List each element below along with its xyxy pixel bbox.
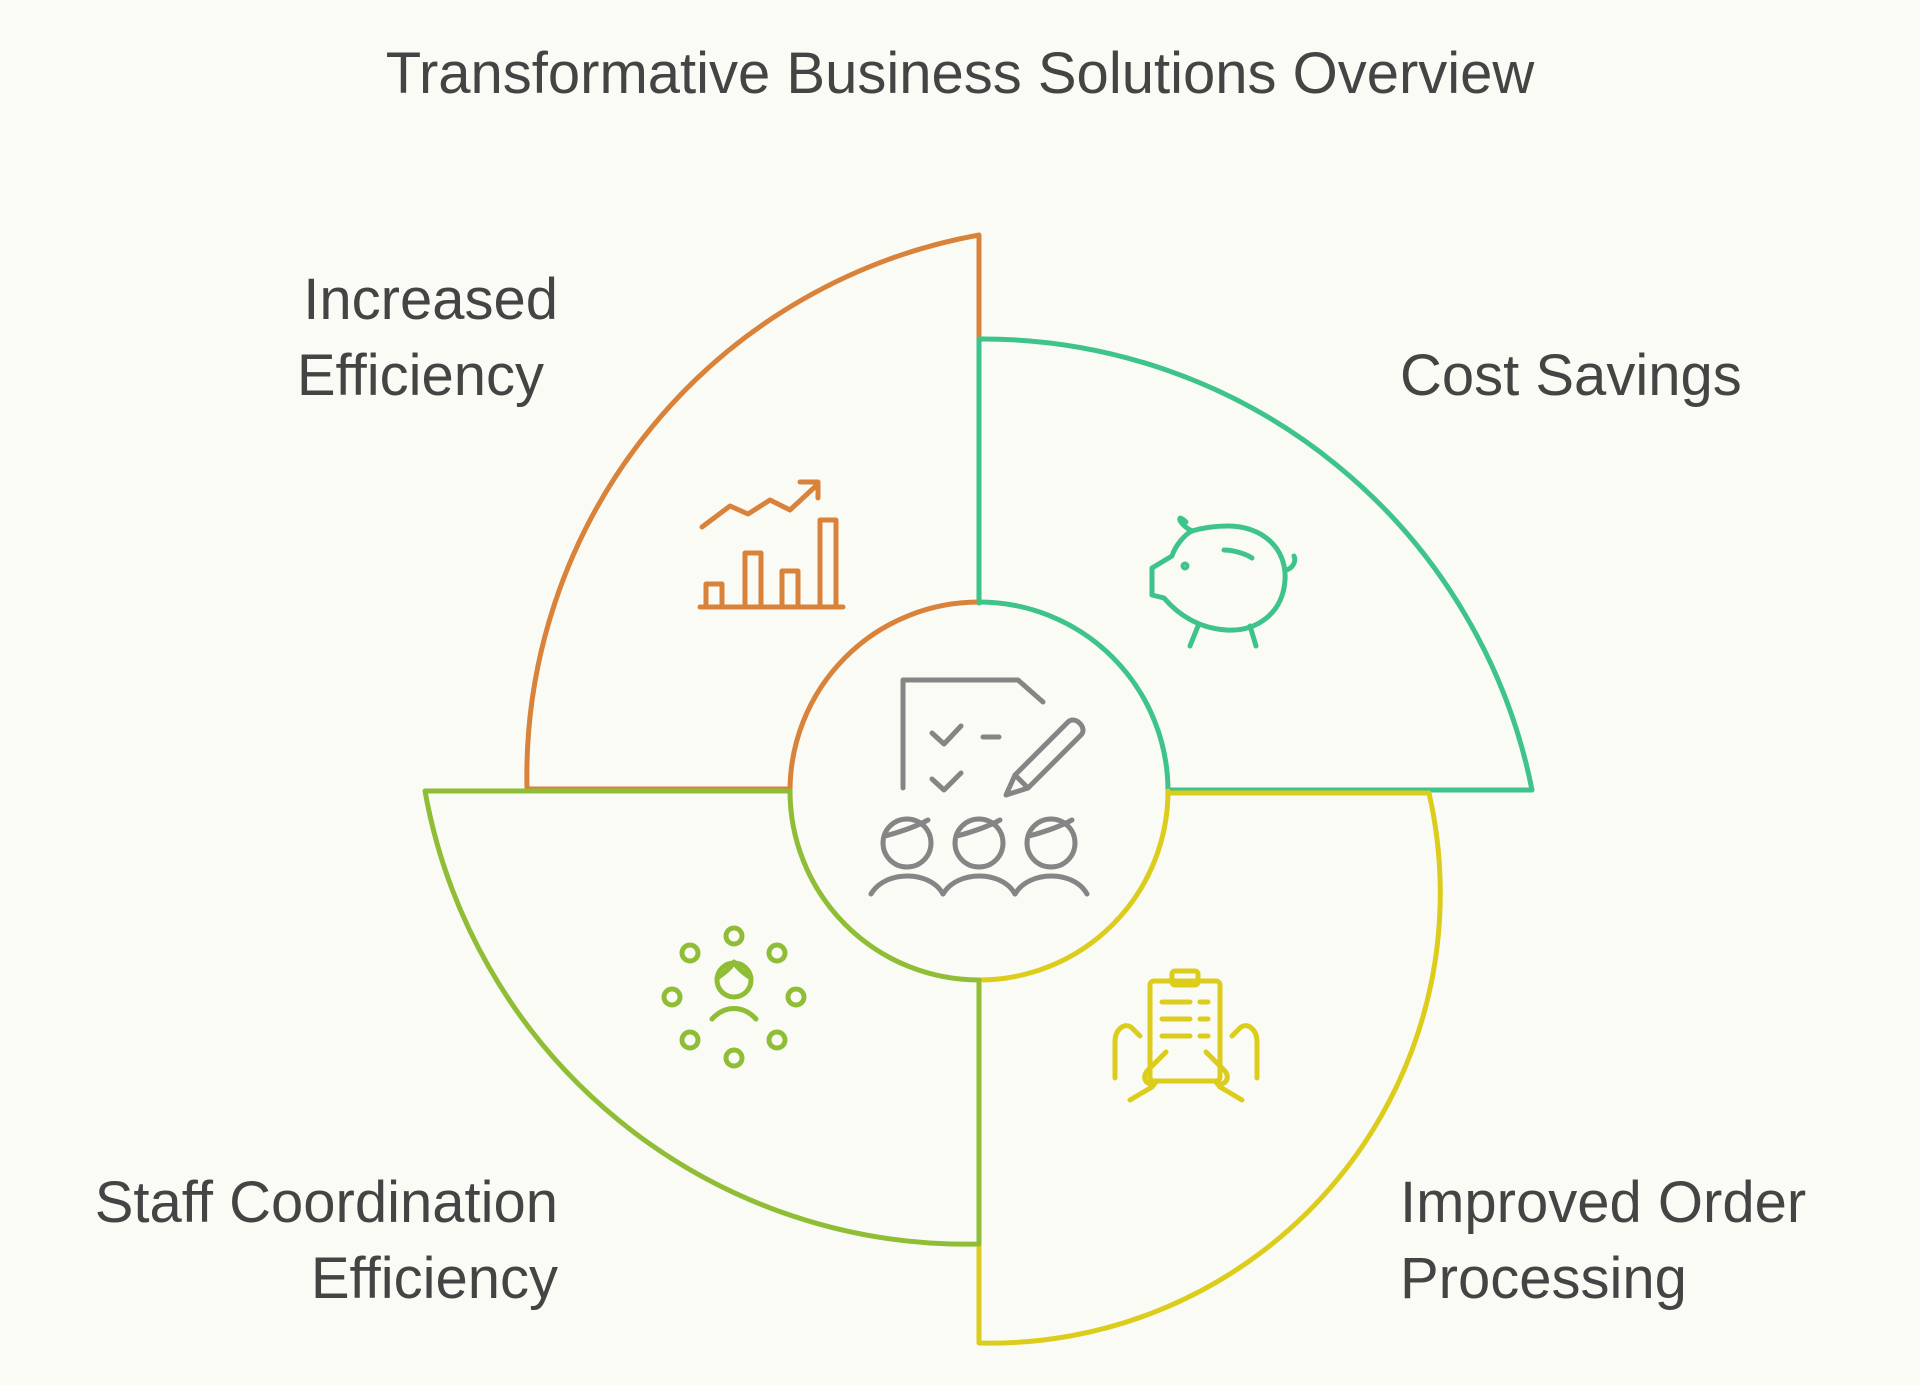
segment-increased-efficiency [524,232,982,792]
label-staff-coordination-efficiency: Staff Coordination Efficiency [30,1165,558,1317]
center-circle-quarter-top-left [787,599,982,794]
label-increased-efficiency: Increased Efficiency [180,262,558,414]
bar-chart-trend-icon [697,479,846,610]
piggy-bank-icon [1149,515,1298,649]
center-circle-quarter-bottom-left [787,788,982,983]
label-line: Processing [1400,1246,1687,1311]
page-title: Transformative Business Solutions Overvi… [385,41,1535,106]
label-cost-savings: Cost Savings [1400,338,1742,414]
team-checklist-icon [868,677,1090,897]
segment-cost-savings [976,336,1535,793]
label-line: Efficiency [310,1246,558,1311]
label-line: Efficiency [296,343,544,408]
clipboard-hands-icon [1112,968,1260,1103]
label-line: Improved Order [1400,1170,1807,1235]
segment-staff-coordination [422,788,982,1247]
center-circle-quarter-bottom-right [976,788,1171,983]
team-network-icon [661,925,807,1069]
label-line: Increased [303,267,558,332]
center-circle-quarter-top-right [976,599,1171,794]
label-improved-order-processing: Improved Order Processing [1400,1165,1806,1317]
label-line: Staff Coordination [94,1170,558,1235]
segment-improved-order-processing [976,790,1443,1346]
label-line: Cost Savings [1400,343,1742,408]
